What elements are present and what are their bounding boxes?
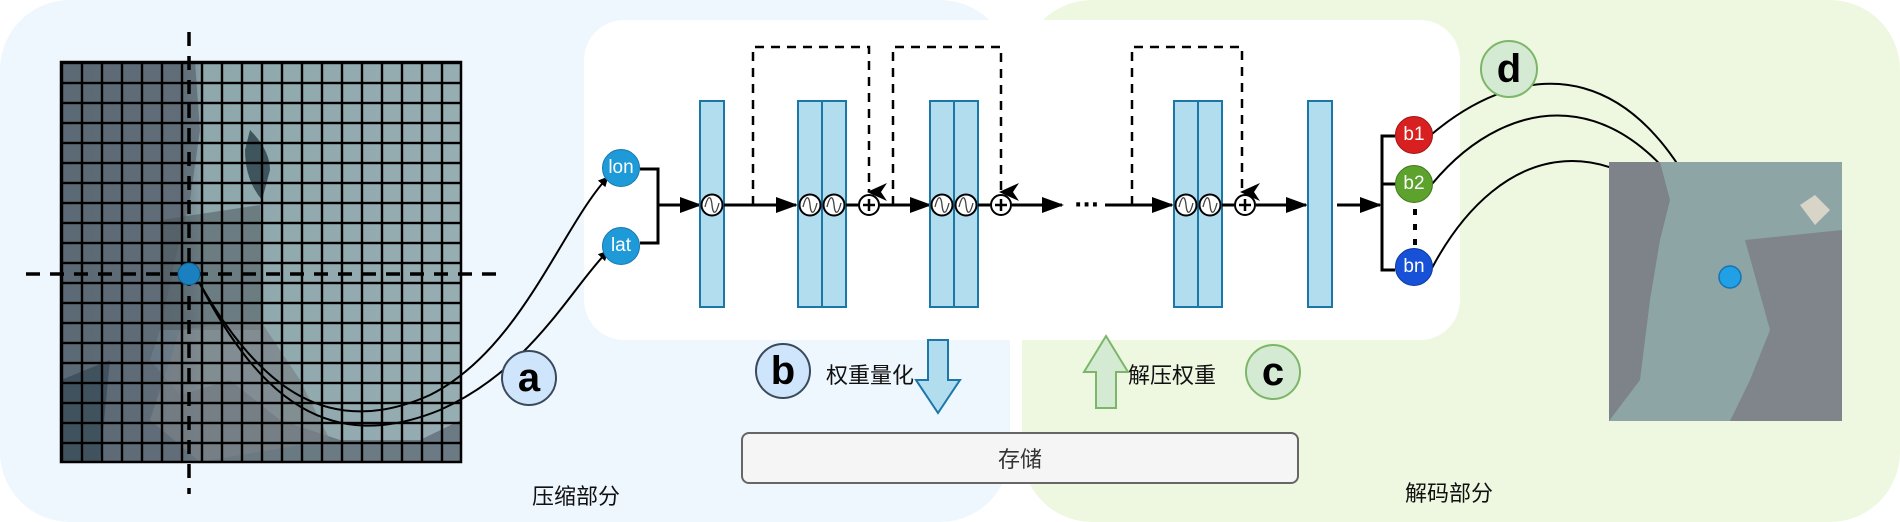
- sine-activation-icon: [798, 193, 822, 217]
- sine-activation-icon: [700, 193, 724, 217]
- sine-activation-icon: [1174, 193, 1198, 217]
- sine-activation-icon: [822, 193, 846, 217]
- storage-label: 存储: [997, 448, 1042, 473]
- storage-box: 存储: [741, 432, 1299, 484]
- skip-connection-2: [891, 45, 1019, 205]
- step-d-badge: d: [1480, 40, 1538, 98]
- skip-connection-1: [751, 45, 887, 205]
- activation-icons: [700, 193, 1222, 217]
- band-ellipsis: [1413, 209, 1417, 245]
- output-node-b1: b1: [1395, 116, 1433, 154]
- input-node-lat: lat: [602, 227, 640, 265]
- step-b-text: 权重量化: [826, 364, 915, 389]
- quantize-arrow: [914, 339, 962, 415]
- sum-icon: [990, 194, 1012, 216]
- sum-icons: [858, 194, 1256, 216]
- decoded-satellite-image: [1609, 162, 1842, 421]
- skip-connection-n: [1130, 45, 1260, 205]
- decompress-arrow: [1082, 334, 1130, 409]
- output-layer: [1307, 100, 1333, 308]
- decode-section-label: 解码部分: [1405, 482, 1494, 507]
- sample-point[interactable]: [177, 262, 201, 286]
- output-split: [1380, 134, 1395, 272]
- link-to-lat: [198, 250, 609, 427]
- input-merge: [640, 167, 700, 245]
- compress-section-label: 压缩部分: [532, 485, 621, 510]
- sum-icon: [1234, 194, 1256, 216]
- step-b-badge: b: [755, 343, 811, 399]
- sine-activation-icon: [954, 193, 978, 217]
- step-c-text: 解压权重: [1128, 364, 1217, 389]
- output-node-b2: b2: [1395, 165, 1433, 203]
- link-to-lon: [198, 176, 609, 413]
- sine-activation-icon: [930, 193, 954, 217]
- sum-icon: [858, 194, 880, 216]
- satellite-grid-image: [59, 60, 463, 464]
- sine-activation-icon: [1198, 193, 1222, 217]
- step-a-badge: a: [501, 350, 557, 406]
- input-node-lon: lon: [602, 149, 640, 187]
- decoded-point[interactable]: [1718, 265, 1742, 289]
- ellipsis: ···: [1074, 193, 1099, 218]
- output-node-bn: bn: [1395, 248, 1433, 286]
- step-c-badge: c: [1245, 344, 1301, 400]
